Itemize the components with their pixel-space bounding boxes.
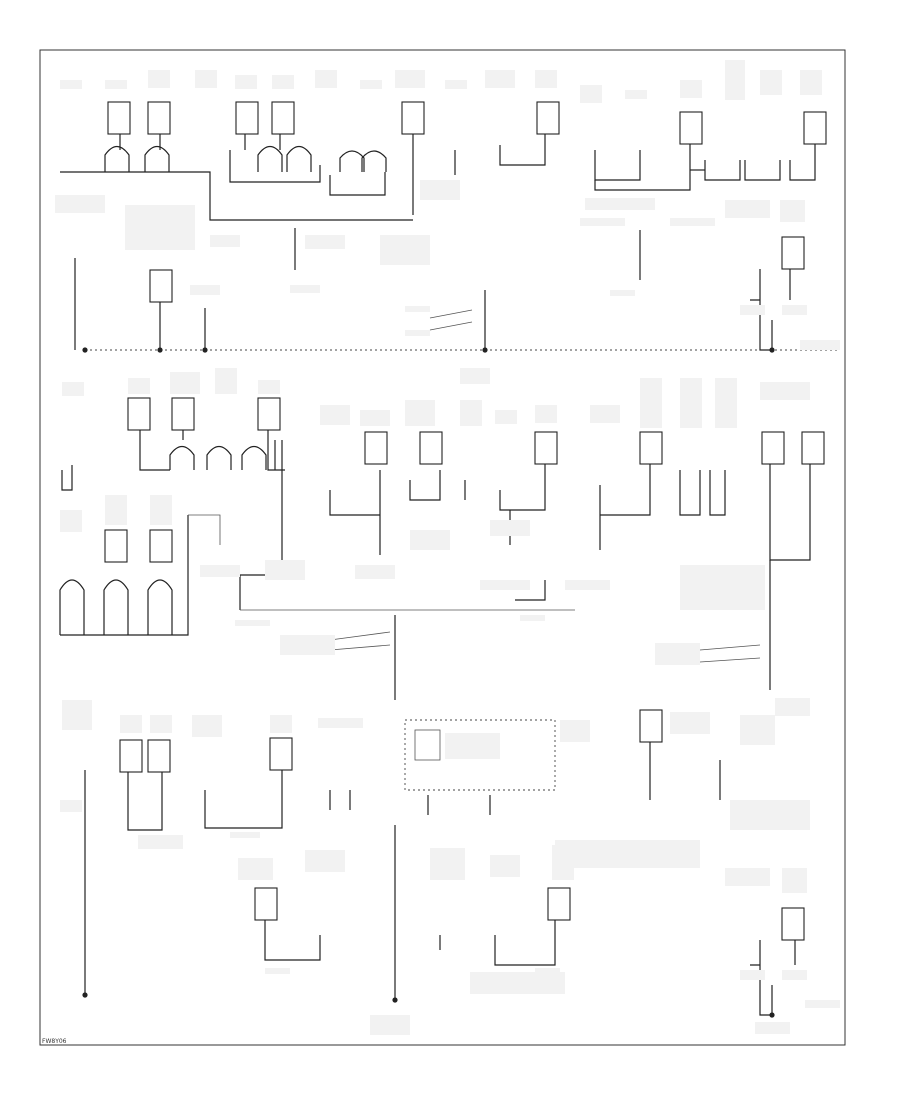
shield-connector <box>257 145 283 172</box>
component-box <box>534 431 558 465</box>
component-box <box>269 737 293 771</box>
tiny-labels <box>60 368 810 716</box>
component-box <box>149 269 173 303</box>
wire <box>427 795 491 815</box>
ground-node <box>82 992 88 998</box>
component-box <box>761 431 785 465</box>
component-box <box>254 887 278 921</box>
wire <box>329 172 386 196</box>
wire <box>679 470 726 516</box>
wire <box>429 309 473 331</box>
wire <box>649 742 721 800</box>
wire <box>594 144 691 191</box>
wire <box>769 464 811 561</box>
wire <box>60 515 189 636</box>
shield-connector <box>206 445 232 470</box>
wire <box>515 580 546 601</box>
component-box <box>127 397 151 431</box>
ground-node <box>769 1012 775 1018</box>
wire <box>329 631 391 651</box>
shield-connector <box>169 445 195 470</box>
component-box <box>801 431 825 465</box>
wire <box>704 144 816 181</box>
wire <box>229 150 321 183</box>
component-box <box>401 101 425 135</box>
component-box <box>679 111 703 145</box>
component-box <box>639 431 663 465</box>
tiny-labels <box>60 700 840 1035</box>
component-box <box>171 397 195 431</box>
component-box <box>414 729 441 761</box>
wire <box>209 185 413 221</box>
component-box <box>235 101 259 135</box>
middle-section <box>59 368 825 716</box>
ground-node <box>392 997 398 1003</box>
shield-connector <box>241 445 267 470</box>
component-box <box>547 887 571 921</box>
shield-connector <box>144 145 170 172</box>
wire <box>267 430 285 471</box>
component-box <box>364 431 388 465</box>
shield-connector <box>103 579 129 635</box>
ground-node <box>482 347 488 353</box>
tiny-labels <box>55 60 840 350</box>
wire <box>409 470 466 501</box>
shield-connector <box>104 145 130 172</box>
wire <box>499 134 546 166</box>
shield-connector <box>286 145 312 172</box>
wire <box>699 644 761 663</box>
wire <box>60 171 211 185</box>
ground-node <box>769 347 775 353</box>
component-box <box>639 709 663 743</box>
component-box <box>107 101 131 135</box>
shield-connector <box>147 579 173 635</box>
component-box <box>419 431 443 465</box>
component-box <box>147 739 171 773</box>
wire <box>494 920 556 966</box>
diagram-border <box>39 49 846 1046</box>
ground-node <box>82 347 88 353</box>
shield-connector <box>361 150 387 172</box>
wire <box>61 465 73 491</box>
wire <box>599 464 651 550</box>
shield-connector <box>59 579 85 635</box>
wire <box>188 514 221 545</box>
module-outline <box>404 719 556 791</box>
component-box <box>781 236 805 270</box>
component-box <box>149 529 173 563</box>
wire <box>329 470 381 555</box>
ground-node <box>157 347 163 353</box>
wire <box>329 790 351 810</box>
wire <box>127 772 163 831</box>
component-box <box>257 397 281 431</box>
component-box <box>147 101 171 135</box>
wire <box>750 269 791 351</box>
wire <box>204 770 283 829</box>
wire <box>139 430 170 471</box>
top-section <box>55 60 840 353</box>
component-box <box>781 907 805 941</box>
figure-code: FW8Y06 <box>42 1038 67 1045</box>
component-box <box>104 529 128 563</box>
wire <box>750 940 796 1016</box>
component-box <box>536 101 560 135</box>
wire <box>264 920 321 961</box>
wire <box>119 134 281 150</box>
wire <box>594 150 641 181</box>
bottom-section <box>60 700 840 1035</box>
ground-node <box>202 347 208 353</box>
component-box <box>271 101 295 135</box>
wire <box>274 440 283 550</box>
component-box <box>119 739 143 773</box>
shield-connector <box>339 150 365 172</box>
component-box <box>803 111 827 145</box>
